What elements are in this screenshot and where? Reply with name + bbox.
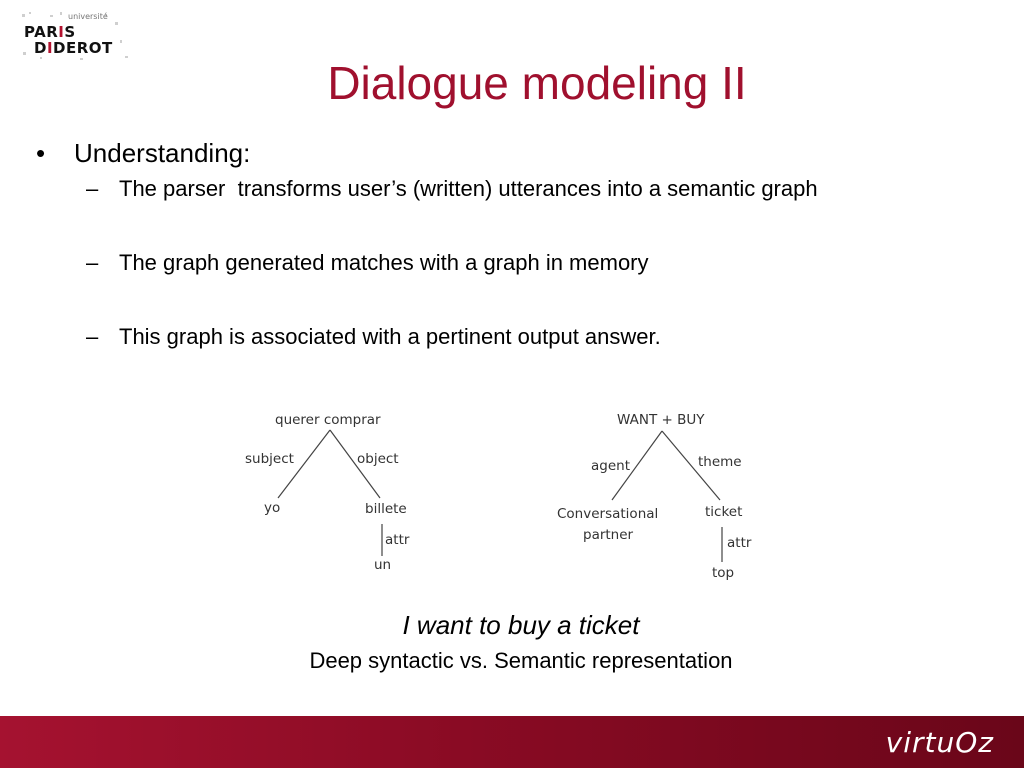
sub-bullet-graph-match: – The graph generated matches with a gra… [86, 250, 649, 276]
left-leaf-un: un [374, 557, 391, 573]
dash-marker: – [86, 324, 99, 349]
sub-bullet-text: The graph generated matches with a graph… [119, 250, 649, 275]
left-edge-subject [277, 429, 331, 499]
sub-bullet-parser: – The parser transforms user’s (written)… [86, 176, 818, 202]
right-leaf-partner: partner [583, 527, 634, 543]
bullet-text: Understanding: [74, 138, 251, 168]
right-leaf-ticket: ticket [705, 504, 742, 520]
logo-texture [22, 12, 128, 60]
left-edge-subject-label: subject [245, 451, 294, 467]
right-edge-theme-label: theme [698, 454, 742, 470]
caption-note: Deep syntactic vs. Semantic representati… [309, 648, 733, 673]
left-root: querer comprar [275, 412, 381, 428]
right-root: WANT + BUY [617, 412, 705, 428]
dash-marker: – [86, 176, 99, 201]
right-attr-label: attr [727, 535, 752, 551]
left-leaf-yo: yo [264, 500, 280, 516]
sub-bullet-text: This graph is associated with a pertinen… [119, 324, 661, 349]
right-leaf-conversational: Conversational [557, 506, 658, 522]
logo-line-diderot: DIDEROT [34, 39, 113, 57]
right-edge-agent-label: agent [591, 458, 630, 474]
left-leaf-billete: billete [365, 501, 407, 517]
sub-bullet-text: The parser transforms user’s (written) u… [119, 176, 818, 201]
logo-line-paris: PARIS [24, 23, 76, 41]
graph-diagram: querer comprar subject object yo billete… [245, 412, 752, 581]
bullet-understanding: • Understanding: [36, 138, 250, 169]
bullet-marker: • [36, 138, 46, 168]
university-logo: université PARIS DIDEROT [20, 10, 135, 62]
footer-brand-logo: virtuOz [885, 726, 994, 759]
left-edge-object [329, 429, 381, 499]
semantic-tree: WANT + BUY agent theme Conversational pa… [557, 412, 752, 581]
sub-bullet-output: – This graph is associated with a pertin… [86, 324, 661, 350]
logo-universite: université [68, 12, 108, 21]
left-attr-label: attr [385, 532, 410, 548]
left-edge-object-label: object [357, 451, 399, 467]
right-edge-theme [661, 430, 721, 501]
dash-marker: – [86, 250, 99, 275]
slide-title: Dialogue modeling II [327, 57, 747, 109]
right-edge-agent [611, 430, 663, 501]
syntactic-tree: querer comprar subject object yo billete… [245, 412, 410, 573]
caption-sentence: I want to buy a ticket [402, 610, 640, 640]
footer-bar: virtuOz [0, 716, 1024, 768]
right-leaf-top: top [712, 565, 734, 581]
